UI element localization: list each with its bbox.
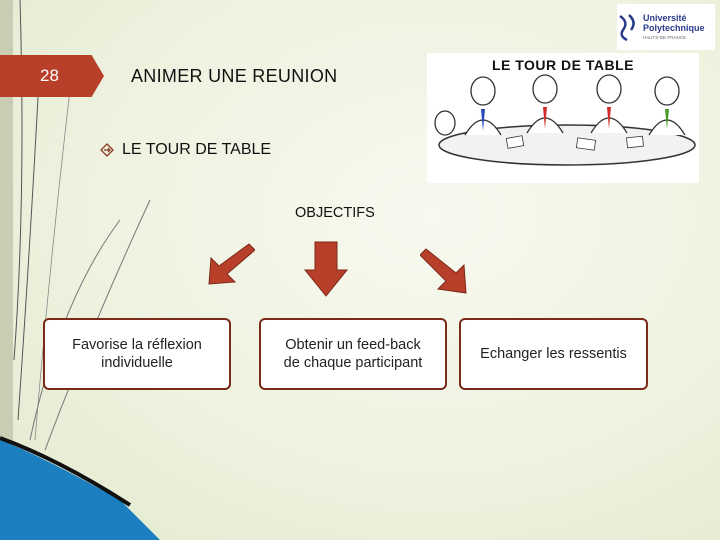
arrow-down-left-icon	[208, 243, 255, 285]
logo-mark-icon	[619, 14, 635, 42]
objective-2-line-1: Obtenir un feed-back	[285, 336, 421, 353]
logo-line-1: Université	[643, 13, 687, 23]
slide-title: ANIMER UNE REUNION	[131, 66, 338, 86]
objective-box-3: Echanger les ressentis	[459, 318, 648, 390]
objective-2-line-2: de chaque participant	[283, 355, 423, 371]
objective-3-line-1: Echanger les ressentis	[480, 345, 627, 362]
arrow-down-icon	[303, 241, 349, 297]
bullet-item: LE TOUR DE TABLE	[100, 141, 271, 159]
slide-number: 28	[40, 66, 59, 85]
meeting-drawing	[434, 74, 696, 166]
diamond-arrow-icon	[100, 143, 114, 157]
logo-line-2: Polytechnique	[643, 23, 705, 33]
left-stripe	[0, 0, 13, 540]
bullet-text: LE TOUR DE TABLE	[122, 141, 272, 158]
objective-box-2: Obtenir un feed-back de chaque participa…	[259, 318, 447, 390]
objectives-heading: OBJECTIFS	[295, 205, 375, 221]
arrow-down-right-icon	[420, 248, 467, 294]
objective-1-line-2: individuelle	[101, 355, 173, 371]
objective-1-line-1: Favorise la réflexion	[72, 336, 202, 353]
objective-box-1: Favorise la réflexion individuelle	[43, 318, 231, 390]
logo-line-3: HAUTS-DE-FRANCE	[643, 35, 687, 40]
slide-number-badge	[0, 55, 104, 97]
university-logo: Université Polytechnique HAUTS-DE-FRANCE	[617, 4, 715, 50]
meeting-illustration: LE TOUR DE TABLE	[427, 53, 699, 183]
illustration-caption: LE TOUR DE TABLE	[491, 57, 635, 73]
